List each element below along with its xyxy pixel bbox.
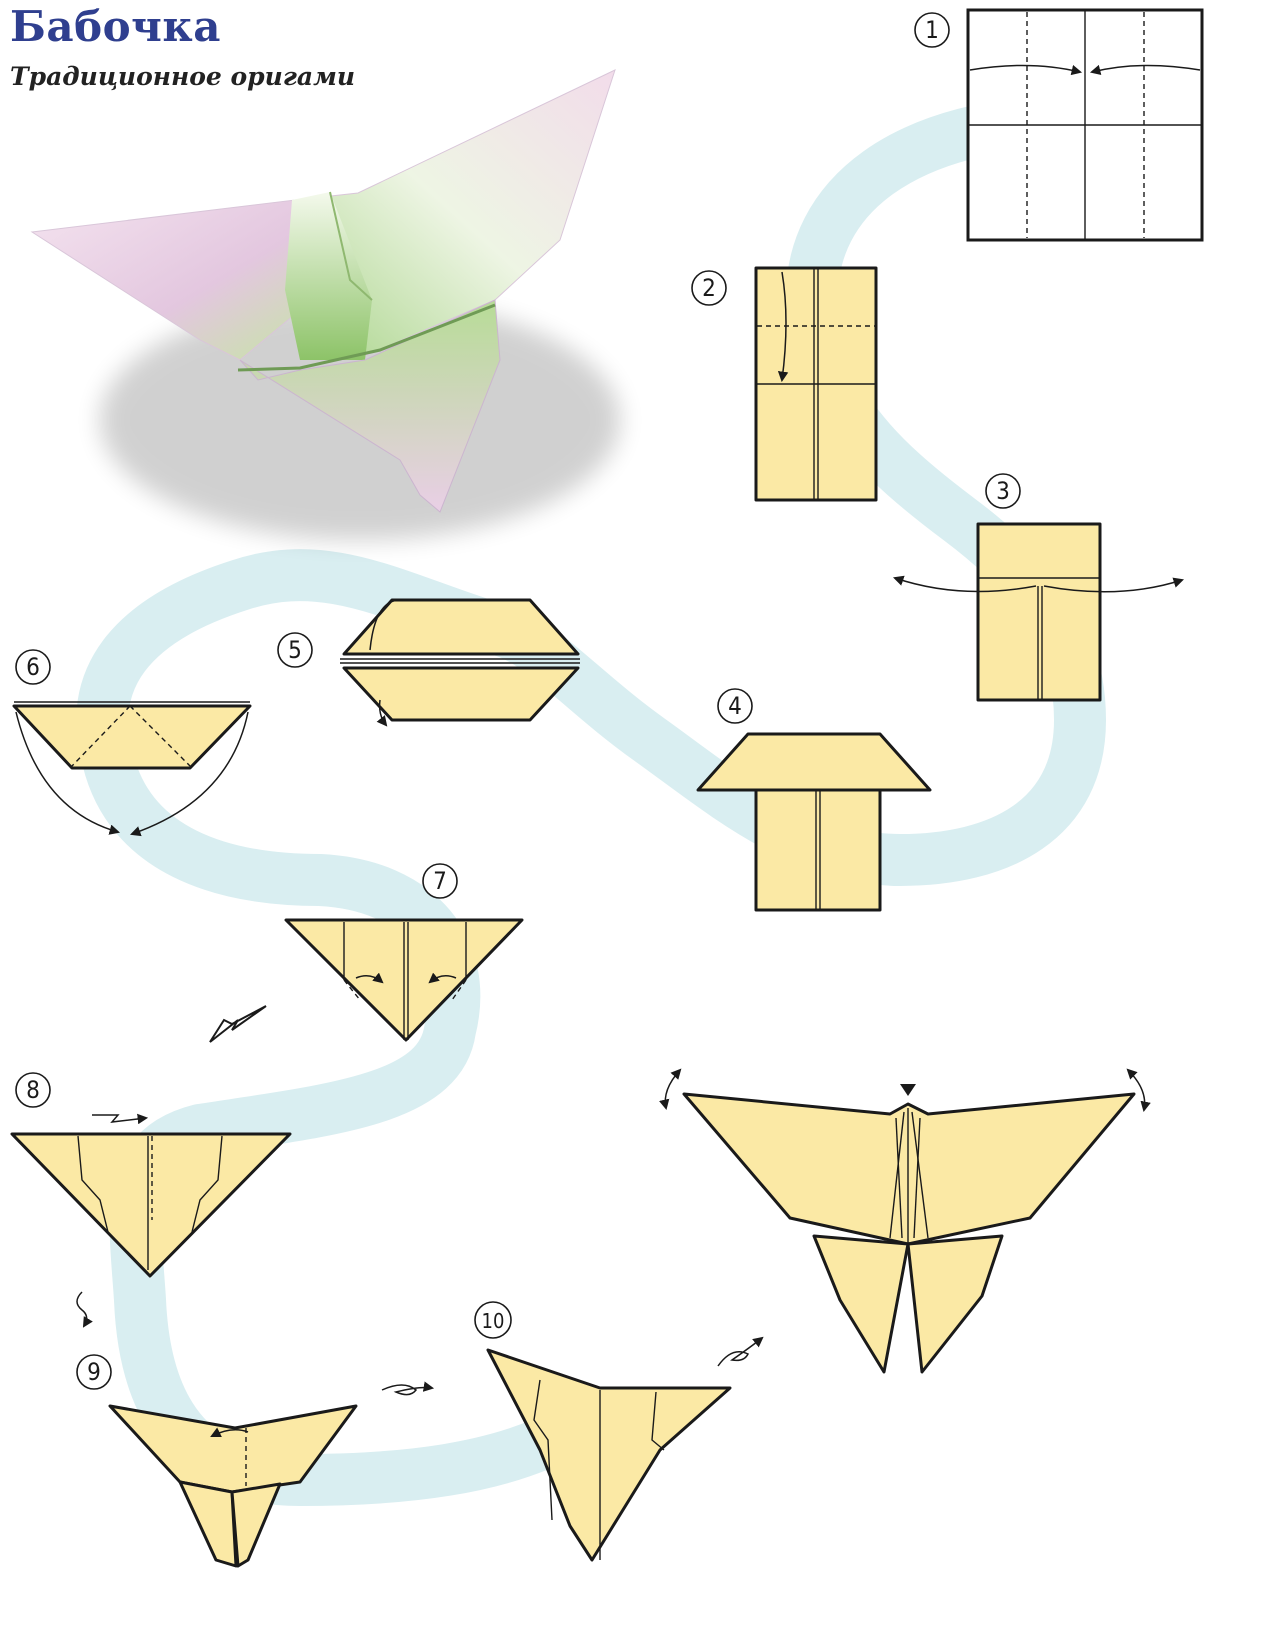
svg-text:7: 7	[433, 867, 447, 895]
step-2-diagram	[756, 268, 876, 500]
step-number-7: 7	[423, 864, 457, 898]
svg-text:10: 10	[482, 1309, 505, 1333]
origami-butterfly-photo	[32, 70, 620, 540]
step-number-3: 3	[986, 474, 1020, 508]
svg-text:2: 2	[702, 274, 716, 302]
step-number-4: 4	[718, 689, 752, 723]
svg-text:6: 6	[26, 653, 40, 681]
step-number-9: 9	[77, 1355, 111, 1389]
step-number-2: 2	[692, 271, 726, 305]
svg-text:1: 1	[925, 16, 939, 44]
svg-text:8: 8	[26, 1076, 40, 1104]
step-1-diagram	[968, 10, 1202, 240]
step-number-5: 5	[278, 633, 312, 667]
svg-text:5: 5	[288, 636, 302, 664]
step-number-10: 10	[475, 1302, 511, 1338]
step-number-1: 1	[915, 13, 949, 47]
step-7-diagram	[286, 920, 522, 1040]
step-3-diagram	[895, 524, 1182, 700]
direction-arrow	[210, 1006, 266, 1042]
svg-text:9: 9	[87, 1358, 101, 1386]
step-number-6: 6	[16, 650, 50, 684]
step-5-diagram	[340, 600, 580, 725]
svg-text:4: 4	[728, 692, 742, 720]
svg-text:3: 3	[996, 477, 1010, 505]
step-number-8: 8	[16, 1073, 50, 1107]
final-butterfly-diagram	[665, 1070, 1144, 1372]
